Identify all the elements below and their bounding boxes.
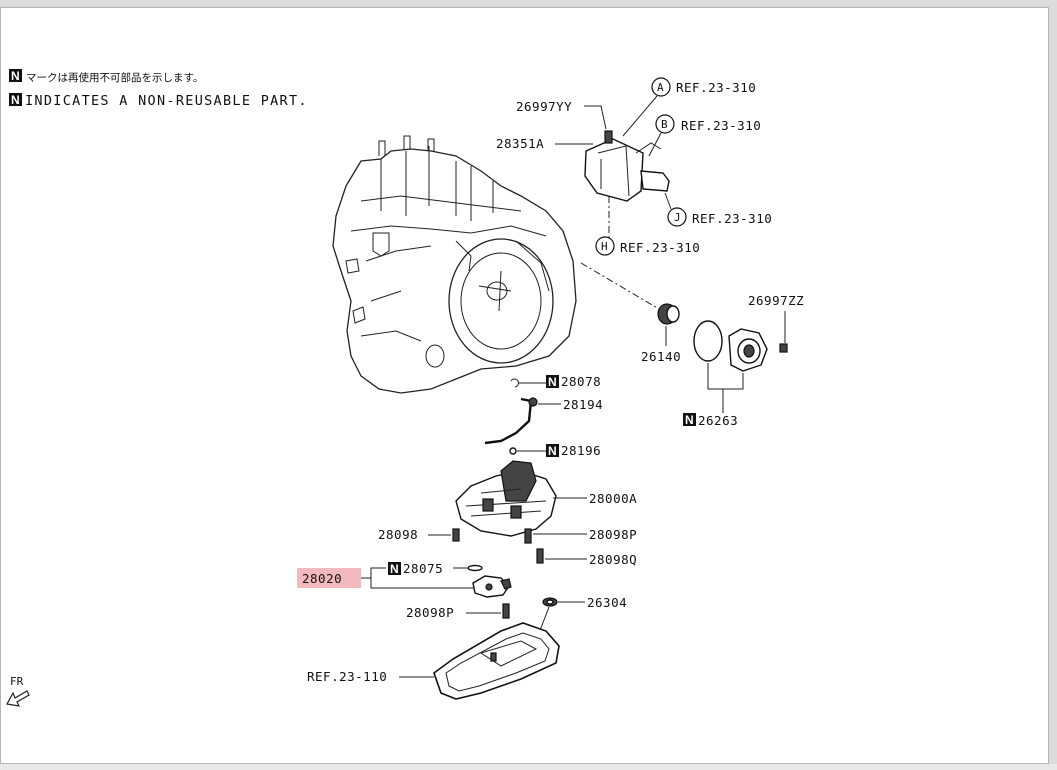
callout-28098q: 28098Q xyxy=(536,548,637,567)
part-number-label: 28098P xyxy=(589,527,637,542)
callout-ref-a: A REF.23-310 xyxy=(622,77,756,137)
non-reusable-symbol xyxy=(546,444,559,457)
ref-text: REF.23-310 xyxy=(692,211,772,226)
bolt-26997zz xyxy=(779,343,788,353)
non-reusable-symbol xyxy=(9,93,22,106)
bolt-26997yy xyxy=(604,130,613,144)
parts-diagram: N マークは再使用不可部品を示します。 N INDICATES A NON-RE… xyxy=(6,69,804,707)
alignment-line xyxy=(580,262,660,310)
non-reusable-symbol xyxy=(683,413,696,426)
callout-28098p-lower: 28098P xyxy=(406,603,510,620)
non-reusable-symbol xyxy=(9,69,22,82)
note-symbol-text: N xyxy=(11,93,20,107)
callout-28098: 28098 xyxy=(378,527,460,542)
callout-26304: 26304 xyxy=(538,595,627,634)
part-number-label: 28196 xyxy=(561,443,601,458)
callout-26997zz: 26997ZZ xyxy=(748,293,804,353)
callout-28194: 28194 xyxy=(484,397,603,445)
oil-cooler-illustration xyxy=(584,130,670,202)
part-number-label: 28098 xyxy=(378,527,418,542)
part-number-label: 26263 xyxy=(698,413,738,428)
part-number-label[interactable]: 28020 xyxy=(302,571,342,586)
parts-diagram-canvas: N マークは再使用不可部品を示します。 N INDICATES A NON-RE… xyxy=(0,7,1049,764)
note-japanese: N マークは再使用不可部品を示します。 xyxy=(9,69,203,84)
ref-letter: H xyxy=(601,240,608,253)
callout-ref-j: J REF.23-310 xyxy=(664,192,772,227)
ref-text: REF.23-310 xyxy=(620,240,700,255)
callout-ref-h: H REF.23-310 xyxy=(595,236,700,256)
non-reusable-symbol xyxy=(388,562,401,575)
symbol-text: N xyxy=(685,413,694,427)
part-number-label: 26304 xyxy=(587,595,627,610)
part-number-label: 26140 xyxy=(641,349,681,364)
part-number-label: 26997YY xyxy=(516,99,572,114)
transmission-case-illustration xyxy=(332,135,577,394)
oring-and-cover-26263: N 26263 xyxy=(683,320,768,428)
callout-26997yy: 26997YY xyxy=(516,99,607,130)
o-ring xyxy=(693,320,723,362)
part-number-label: 28098P xyxy=(406,605,454,620)
part-number-label: 28098Q xyxy=(589,552,637,567)
part-number-label: REF.23-110 xyxy=(307,669,387,684)
callout-28075: N 28075 xyxy=(388,561,483,576)
ref-letter: A xyxy=(657,81,664,94)
callout-28098p-upper: 28098P xyxy=(524,527,637,544)
ref-text: REF.23-310 xyxy=(676,80,756,95)
callout-28351a: 28351A xyxy=(496,136,593,151)
part-number-label: 28075 xyxy=(403,561,443,576)
part-number-label: 28078 xyxy=(561,374,601,389)
note-english: N INDICATES A NON-REUSABLE PART. xyxy=(9,93,308,109)
front-label: FR xyxy=(10,675,24,688)
strainer-illustration xyxy=(472,575,512,598)
note-en-text: INDICATES A NON-REUSABLE PART. xyxy=(25,93,308,109)
note-jp-text: マークは再使用不可部品を示します。 xyxy=(26,71,203,84)
symbol-text: N xyxy=(548,444,557,458)
window-top-edge xyxy=(0,0,1057,7)
non-reusable-symbol xyxy=(546,375,559,388)
part-number-label: 26997ZZ xyxy=(748,293,804,308)
front-direction-indicator: FR xyxy=(6,675,30,707)
callout-28020[interactable]: 28020 xyxy=(297,567,476,589)
ref-text: REF.23-310 xyxy=(681,118,761,133)
callout-28078: N 28078 xyxy=(510,374,601,389)
highlight-28020 xyxy=(297,568,361,588)
callout-28196: N 28196 xyxy=(509,443,601,458)
filter-26140: 26140 xyxy=(641,303,681,364)
arrow-icon xyxy=(6,690,30,707)
symbol-text: N xyxy=(548,375,557,389)
window-scrollbar[interactable] xyxy=(1049,0,1057,764)
callout-ref-23-110: REF.23-110 xyxy=(307,669,434,684)
ref-letter: B xyxy=(661,118,668,131)
note-symbol-text: N xyxy=(11,69,20,83)
oil-pan-illustration xyxy=(433,622,560,700)
part-number-label: 28194 xyxy=(563,397,603,412)
valve-body-28000a: 28000A xyxy=(455,460,637,537)
part-number-label: 28351A xyxy=(496,136,544,151)
symbol-text: N xyxy=(390,562,399,576)
part-number-label: 28000A xyxy=(589,491,637,506)
callout-ref-b: B REF.23-310 xyxy=(648,114,761,157)
ref-letter: J xyxy=(674,211,681,224)
